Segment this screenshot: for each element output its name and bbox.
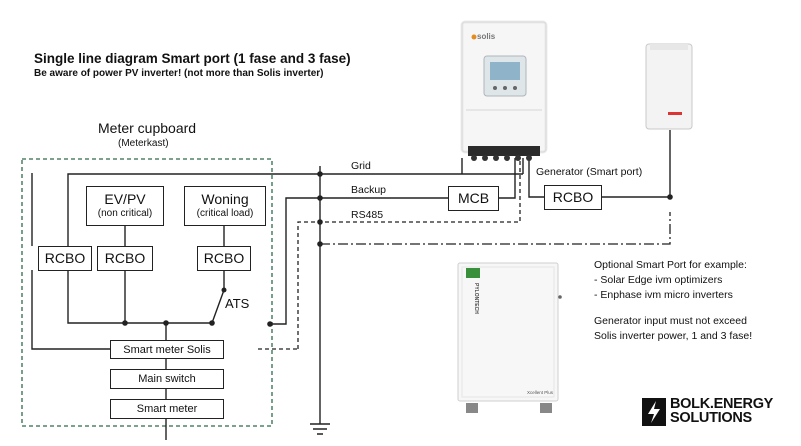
woning-title: Woning [201, 191, 249, 208]
ev-pv-title: EV/PV [104, 191, 146, 208]
ats-switch [211, 289, 225, 324]
bolk-logo-mark [642, 398, 666, 426]
mcb: MCB [448, 186, 499, 211]
note-optional-3: - Enphase ivm micro inverters [594, 289, 733, 301]
note-generator-2: Solis inverter power, 1 and 3 fase! [594, 330, 753, 342]
smart-port-dashdot [320, 212, 671, 245]
rcbo-generator: RCBO [544, 185, 602, 210]
pylontech-battery [457, 262, 562, 413]
page-title: Single line diagram Smart port (1 fase a… [34, 51, 351, 66]
generator-wire [528, 158, 544, 198]
bolk-logo-text: BOLK.ENERGY SOLUTIONS [670, 396, 774, 426]
battery-brand: PYLONTECH [473, 283, 479, 314]
rcbo-woning: RCBO [197, 246, 251, 271]
note-generator-1: Generator input must not exceed [594, 315, 747, 327]
woning-group: Woning (critical load) [184, 186, 266, 226]
note-optional-1: Optional Smart Port for example: [594, 259, 747, 271]
logo-line1: BOLK.ENERGY [670, 396, 774, 412]
main-switch: Main switch [110, 369, 224, 389]
solaredge-inverter [645, 43, 693, 130]
generator-label: Generator (Smart port) [536, 166, 643, 178]
rcbo-ev-pv: RCBO [97, 246, 153, 271]
ev-pv-subtitle: (non critical) [97, 207, 153, 219]
battery-model: Xcellent Plus [527, 390, 554, 395]
logo-line2: SOLUTIONS [670, 410, 752, 426]
grid-label: Grid [351, 160, 371, 172]
ev-pv-group: EV/PV (non critical) [86, 186, 164, 226]
smart-meter: Smart meter [110, 399, 224, 419]
inverter-brand: solis [477, 32, 496, 41]
backup-wire [270, 197, 448, 325]
rs485-label: RS485 [351, 209, 384, 221]
grid-wire [67, 173, 523, 246]
solis-inverter [460, 20, 548, 161]
rs485-wire [297, 158, 521, 349]
rcbo-main: RCBO [38, 246, 92, 271]
note-optional-2: - Solar Edge ivm optimizers [594, 274, 723, 286]
woning-subtitle: (critical load) [196, 207, 254, 219]
backup-label: Backup [351, 184, 387, 196]
ats-label: ATS [225, 296, 250, 311]
smart-meter-solis: Smart meter Solis [110, 340, 224, 359]
page-subtitle: Be aware of power PV inverter! (not more… [34, 68, 324, 79]
meter-cupboard-label: Meter cupboard [98, 120, 197, 136]
meter-cupboard-sublabel: (Meterkast) [118, 138, 169, 149]
